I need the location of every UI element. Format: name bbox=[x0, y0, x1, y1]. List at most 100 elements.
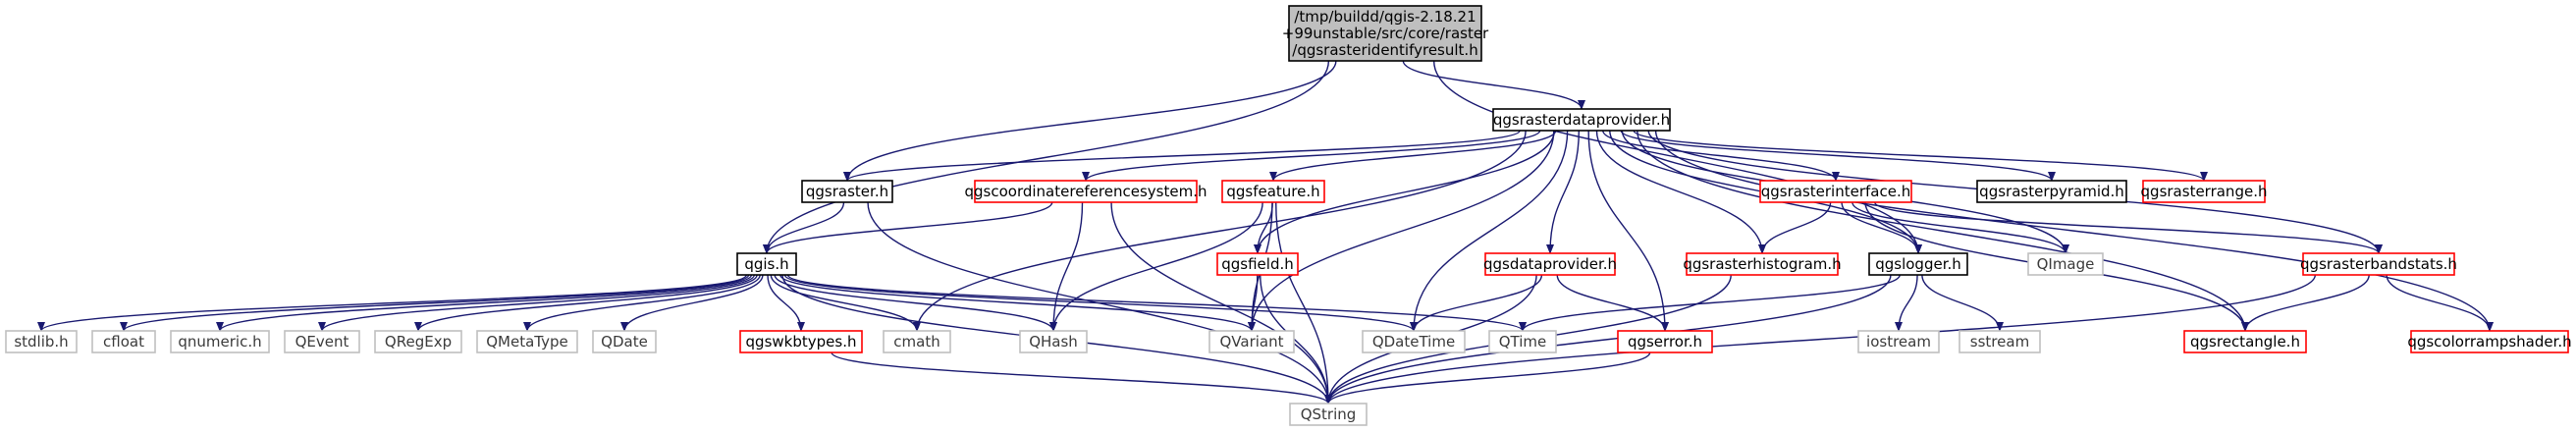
node-box-qgsrasterinterface bbox=[1759, 180, 1912, 203]
node-box-qgsrasterbandstats bbox=[2302, 252, 2455, 276]
edge-qgsrasterdataprovider-to-qgsdataprovider bbox=[1546, 130, 1581, 254]
edge-qgsrasterdataprovider-to-qgsrectangle bbox=[1637, 130, 2249, 332]
edge-qgis-to-qdatetime bbox=[783, 274, 1418, 332]
node-qtime: QTime bbox=[1488, 330, 1557, 353]
edge-qgsrasterbandstats-to-qgsrectangle bbox=[2241, 274, 2370, 332]
node-label-qgslogger: qgslogger.h bbox=[1875, 255, 1961, 273]
edge-qgscoordinatereferencesystem-to-qstring bbox=[1110, 201, 1332, 405]
node-label-root-1: +99unstable/src/core/raster bbox=[1282, 25, 1489, 42]
node-label-qgsrasterrange: qgsrasterrange.h bbox=[2141, 183, 2268, 200]
node-box-qgscoordinatereferencesystem bbox=[974, 180, 1198, 203]
edge-qgsdataprovider-to-qgserror bbox=[1556, 274, 1669, 332]
node-label-qgserror: qgserror.h bbox=[1628, 333, 1702, 351]
edge-qgsrasterdataprovider-to-qdatetime bbox=[1410, 130, 1569, 332]
node-label-qgsraster: qgsraster.h bbox=[806, 183, 888, 200]
node-label-qgscolorrampshader: qgscolorrampshader.h bbox=[2407, 333, 2571, 351]
edge-qgsrasterinterface-to-qgsrasterhistogram bbox=[1758, 201, 1832, 254]
node-label-qnumeric: qnumeric.h bbox=[178, 333, 261, 351]
node-label-qgis: qgis.h bbox=[744, 255, 788, 273]
edge-qgslogger-to-sstream bbox=[1921, 274, 2004, 332]
edge-qgis-to-cmath bbox=[770, 274, 921, 332]
node-box-qgsrasterrange bbox=[2142, 180, 2266, 203]
node-label-qgsfield: qgsfield.h bbox=[1221, 255, 1294, 273]
node-label-qgsrasterbandstats: qgsrasterbandstats.h bbox=[2300, 255, 2457, 273]
edge-qgslogger-to-iostream bbox=[1895, 274, 1918, 332]
node-box-qgserror bbox=[1617, 330, 1713, 353]
edges-layer bbox=[37, 60, 2494, 405]
node-qdatetime: QDateTime bbox=[1362, 330, 1466, 353]
edge-root-to-qgsrasterdataprovider bbox=[1402, 60, 1585, 110]
node-label-root-0: /tmp/buildd/qgis-2.18.21 bbox=[1294, 8, 1476, 26]
node-label-qgsrasterhistogram: qgsrasterhistogram.h bbox=[1683, 255, 1841, 273]
node-qgsrasterhistogram[interactable]: qgsrasterhistogram.h bbox=[1683, 252, 1842, 276]
node-qimage: QImage bbox=[2027, 252, 2104, 276]
node-label-qgsfeature: qgsfeature.h bbox=[1226, 183, 1319, 200]
edge-qgis-to-qmetatype bbox=[523, 274, 761, 332]
edge-qgsdataprovider-to-qdatetime bbox=[1410, 274, 1543, 332]
node-qgsrasterinterface[interactable]: qgsrasterinterface.h bbox=[1759, 180, 1912, 203]
node-box-qtime bbox=[1488, 330, 1557, 353]
node-box-qgscolorrampshader bbox=[2410, 330, 2569, 353]
node-label-cmath: cmath bbox=[893, 333, 939, 351]
node-qgsrectangle[interactable]: qgsrectangle.h bbox=[2183, 330, 2307, 353]
edge-qgis-to-qgswkbtypes bbox=[767, 274, 805, 332]
node-qgis[interactable]: qgis.h bbox=[736, 252, 797, 276]
edge-qgsfield-to-qvariant bbox=[1248, 274, 1259, 332]
node-label-qgsrectangle: qgsrectangle.h bbox=[2190, 333, 2300, 351]
node-label-sstream: sstream bbox=[1970, 333, 2029, 351]
edge-qgis-to-qtime bbox=[786, 274, 1527, 332]
edge-qgis-to-qvariant bbox=[779, 274, 1256, 332]
node-qgswkbtypes[interactable]: qgswkbtypes.h bbox=[739, 330, 863, 353]
node-qdate: QDate bbox=[592, 330, 657, 353]
node-cfloat: cfloat bbox=[91, 330, 156, 353]
node-sstream: sstream bbox=[1959, 330, 2041, 353]
nodes-layer: /tmp/buildd/qgis-2.18.21+99unstable/src/… bbox=[5, 5, 2572, 426]
node-box-sstream bbox=[1959, 330, 2041, 353]
node-qgsrasterpyramid[interactable]: qgsrasterpyramid.h bbox=[1976, 180, 2127, 203]
node-label-root-2: /qgsrasteridentifyresult.h bbox=[1292, 41, 1477, 59]
edge-qgscoordinatereferencesystem-to-qgis bbox=[763, 201, 1053, 254]
edge-root-to-qgis bbox=[763, 60, 1330, 254]
node-qgsrasterdataprovider[interactable]: qgsrasterdataprovider.h bbox=[1492, 108, 1671, 132]
node-qgscolorrampshader[interactable]: qgscolorrampshader.h bbox=[2407, 330, 2572, 353]
node-qgsraster[interactable]: qgsraster.h bbox=[801, 180, 893, 203]
node-label-qgsrasterpyramid: qgsrasterpyramid.h bbox=[1979, 183, 2124, 200]
edge-qgslogger-to-qtime bbox=[1519, 274, 1901, 332]
node-box-qgsrectangle bbox=[2183, 330, 2307, 353]
node-qgsrasterrange[interactable]: qgsrasterrange.h bbox=[2141, 180, 2268, 203]
node-root[interactable]: /tmp/buildd/qgis-2.18.21+99unstable/src/… bbox=[1282, 5, 1489, 62]
edge-qgsrasterdataprovider-to-qgsrasterinterface bbox=[1602, 130, 1840, 182]
edge-qgsrasterbandstats-to-qgscolorrampshader bbox=[2386, 274, 2494, 332]
node-label-qgsrasterdataprovider: qgsrasterdataprovider.h bbox=[1493, 111, 1670, 129]
node-box-root bbox=[1288, 5, 1482, 62]
node-box-qgsraster bbox=[801, 180, 893, 203]
node-label-qtime: QTime bbox=[1499, 333, 1547, 351]
node-box-qnumeric bbox=[170, 330, 270, 353]
edge-qgsfeature-to-qhash bbox=[1049, 201, 1263, 332]
node-label-qgsrasterinterface: qgsrasterinterface.h bbox=[1761, 183, 1910, 200]
node-qgsdataprovider[interactable]: qgsdataprovider.h bbox=[1483, 252, 1617, 276]
node-box-qimage bbox=[2027, 252, 2104, 276]
node-box-qhash bbox=[1019, 330, 1088, 353]
node-qhash: QHash bbox=[1019, 330, 1088, 353]
node-qgserror[interactable]: qgserror.h bbox=[1617, 330, 1713, 353]
node-qmetatype: QMetaType bbox=[476, 330, 578, 353]
node-qgslogger[interactable]: qgslogger.h bbox=[1868, 252, 1968, 276]
node-qnumeric: qnumeric.h bbox=[170, 330, 270, 353]
node-label-iostream: iostream bbox=[1866, 333, 1931, 351]
node-box-qgsfield bbox=[1216, 252, 1299, 276]
node-qgscoordinatereferencesystem[interactable]: qgscoordinatereferencesystem.h bbox=[965, 180, 1208, 203]
edge-qgsrasterinterface-to-qgsrasterbandstats bbox=[1874, 201, 2383, 254]
node-qgsfeature[interactable]: qgsfeature.h bbox=[1221, 180, 1325, 203]
node-box-qgswkbtypes bbox=[739, 330, 863, 353]
node-box-qgsrasterpyramid bbox=[1976, 180, 2127, 203]
node-box-qvariant bbox=[1208, 330, 1295, 353]
edge-qgsrasterdataprovider-to-qgsrasterpyramid bbox=[1620, 130, 2056, 182]
node-qgsrasterbandstats[interactable]: qgsrasterbandstats.h bbox=[2300, 252, 2457, 276]
node-qgsfield[interactable]: qgsfield.h bbox=[1216, 252, 1299, 276]
node-box-qregexp bbox=[374, 330, 462, 353]
node-box-qgsrasterdataprovider bbox=[1492, 108, 1671, 132]
node-box-iostream bbox=[1857, 330, 1940, 353]
node-qregexp: QRegExp bbox=[374, 330, 462, 353]
